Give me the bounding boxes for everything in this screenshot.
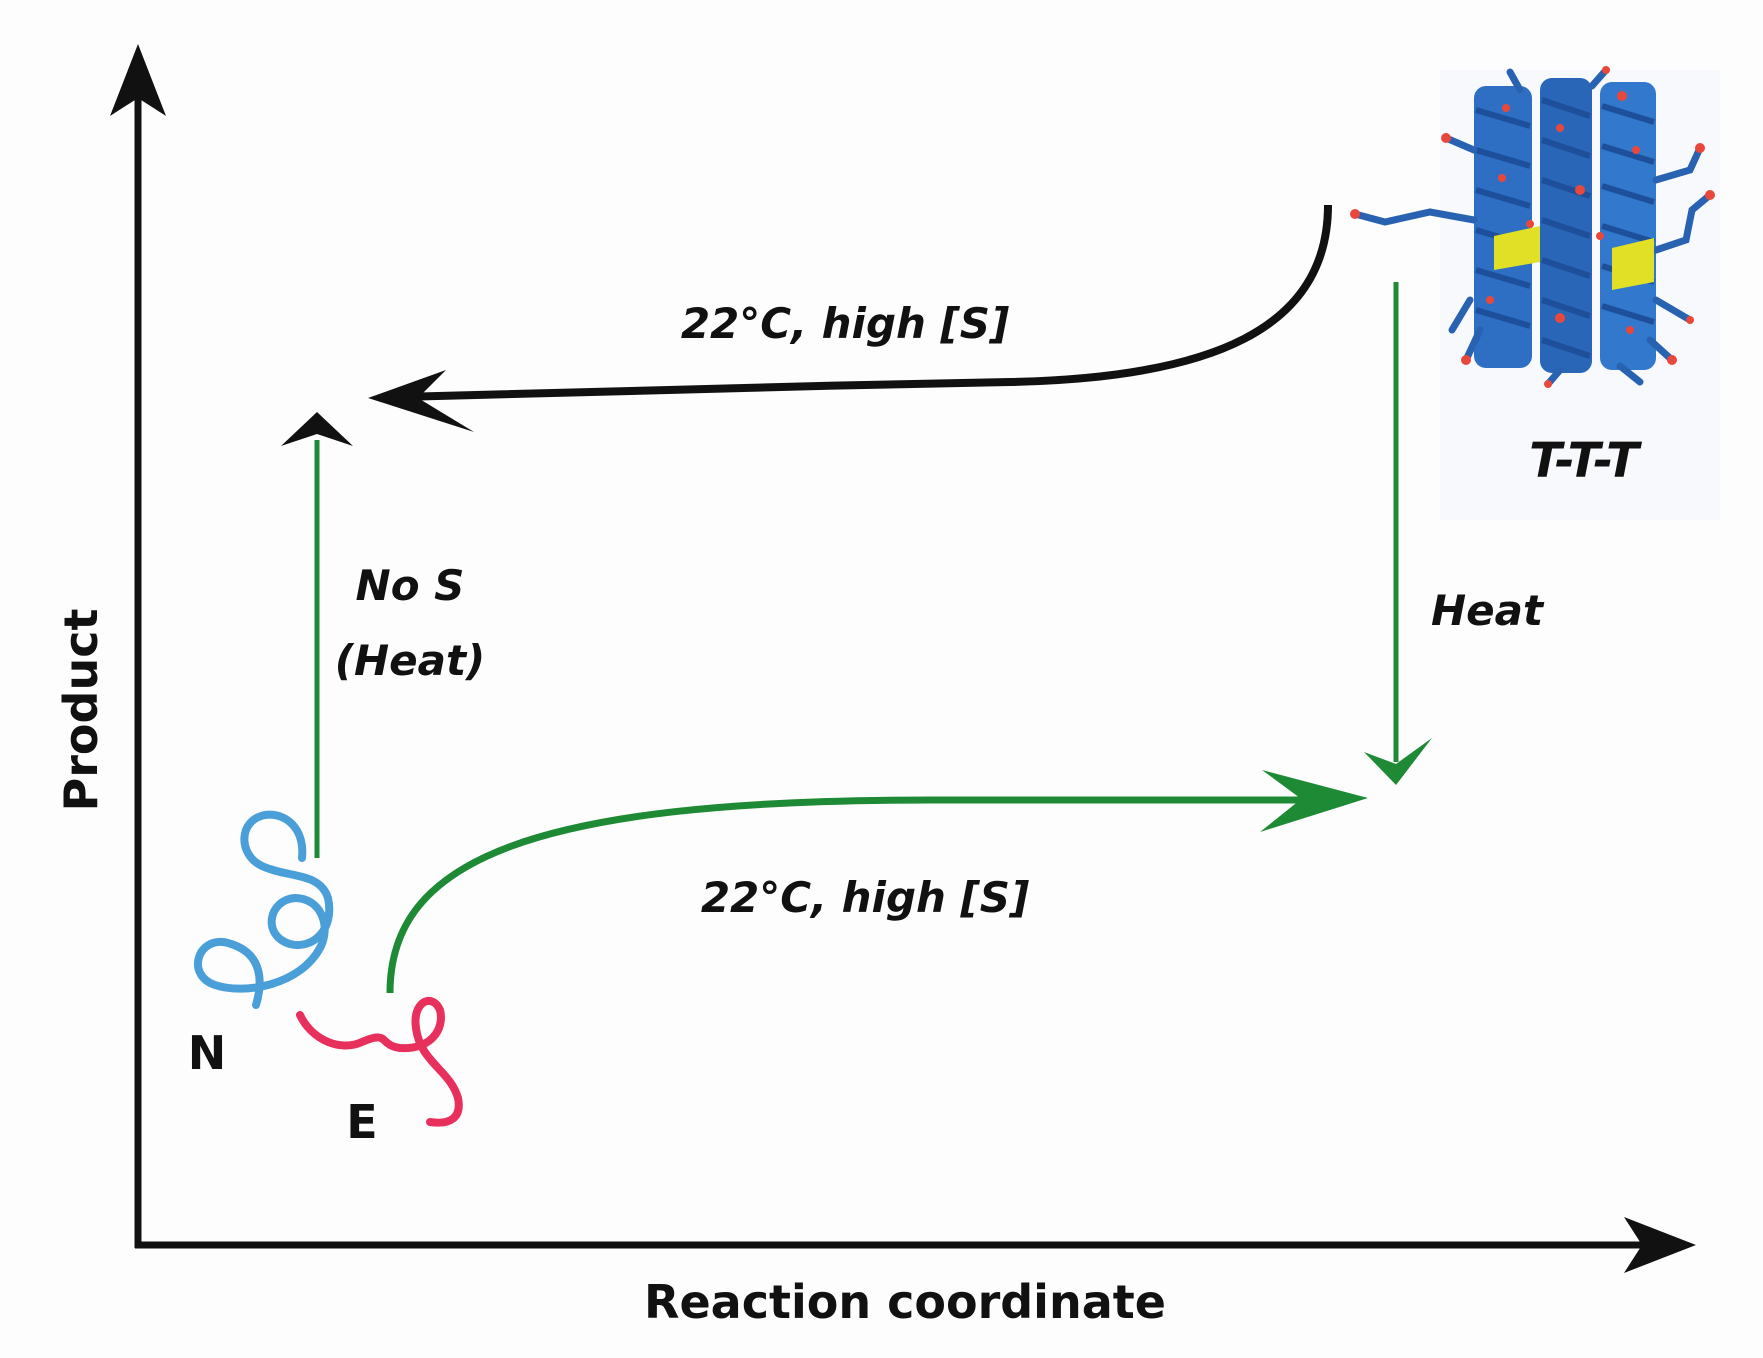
x-axis-label: Reaction coordinate [644,1275,1166,1329]
bottom-arrow-head [1260,770,1368,832]
top-arrow-curve [399,204,1332,401]
x-axis-arrowhead [1624,1217,1696,1273]
beta-strand-left [1494,226,1540,270]
left-arrow-label-line1: No S [356,561,465,610]
product-label: T-T-T [1529,433,1642,489]
native-label: N [188,1026,227,1080]
helix-column-3 [1600,82,1656,370]
top-arrow-label: 22°C, high [S] [681,299,1009,348]
right-transition-arrow [1364,282,1432,785]
extended-coil-strand [296,996,463,1127]
beta-strand-right [1612,238,1654,290]
side-chains [1351,66,1714,388]
native-coil-icon [194,810,334,1009]
bottom-arrow-label: 22°C, high [S] [701,873,1029,922]
protein-structure-icon [1350,66,1720,520]
extended-label: E [346,1095,377,1149]
extended-coil-icon [296,996,463,1127]
top-transition-arrow [368,204,1332,432]
left-arrow-head [281,412,353,446]
right-arrow-head [1364,738,1432,785]
top-arrow-head [368,370,474,432]
bottom-arrow-curve [386,796,1340,994]
axes [110,44,1696,1273]
bottom-transition-arrow [386,770,1368,994]
native-coil-strand [194,810,334,1009]
y-axis-arrowhead [110,44,166,116]
right-arrow-label: Heat [1431,586,1545,635]
oxygen-atoms [1350,66,1715,388]
y-axis-label: Product [54,609,108,812]
left-arrow-label-line2: (Heat) [335,636,485,685]
left-transition-arrow [281,412,353,858]
